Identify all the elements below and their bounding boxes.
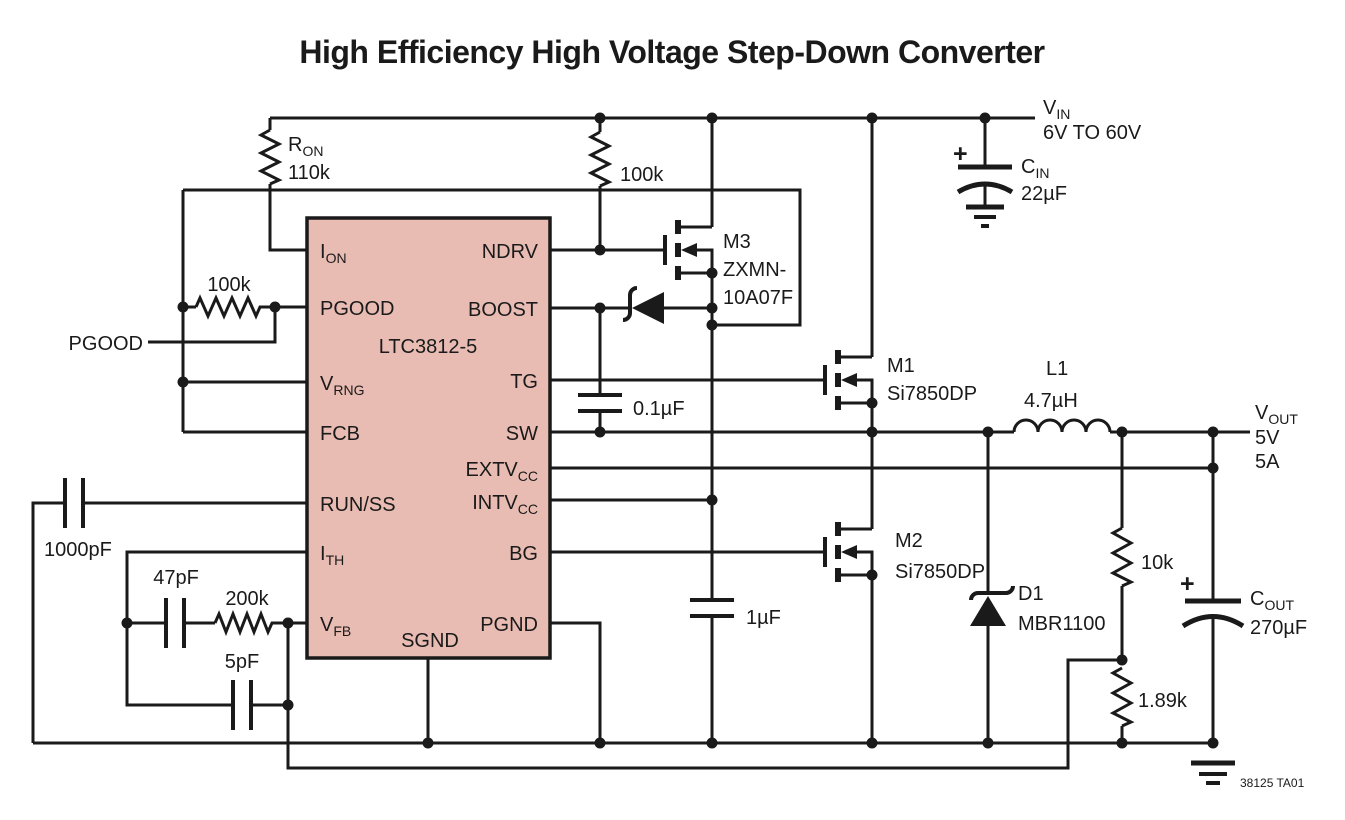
c1u-value: 1µF (746, 607, 781, 629)
ic-part-number: LTC3812-5 (379, 336, 478, 358)
ic-body (305, 216, 552, 660)
wire-intvcc-route (183, 188, 802, 327)
junction-dots (121, 112, 1219, 749)
cin-name: CIN (1021, 156, 1049, 181)
c47-value: 47pF (153, 567, 199, 589)
c5-value: 5pF (225, 651, 259, 673)
d1-ref: D1 (1018, 583, 1044, 605)
vin-range-label: 6V TO 60V (1043, 122, 1142, 144)
pin-bg: BG (509, 543, 538, 565)
ron-name: RON (288, 134, 323, 159)
capacitor-47pF: 47pF (153, 567, 199, 648)
resistor-10k: 10k (1109, 526, 1174, 588)
wire-pgnd (550, 621, 602, 743)
l1-value: 4.7µH (1024, 390, 1078, 412)
ground-symbol-main (1191, 760, 1235, 785)
resistor-pgood-100k: 100k (194, 274, 262, 320)
capacitor-cin: + CIN 22µF (953, 140, 1067, 205)
wire-feedback-return (125, 623, 1122, 770)
mosfet-m1: M1 Si7850DP (823, 350, 977, 410)
ic-ltc3812: LTC3812-5 ION PGOOD VRNG FCB RUN/SS ITH … (305, 216, 552, 660)
m1-part: Si7850DP (887, 383, 977, 405)
capacitor-1uF: 1µF (690, 598, 781, 629)
m3-ref: M3 (723, 231, 751, 253)
wire-runss (31, 501, 307, 743)
pgood-net-label: PGOOD (69, 333, 143, 355)
wire-ron-ion (268, 118, 307, 252)
cboost-value: 0.1µF (633, 398, 685, 420)
m2-part: Si7850DP (895, 561, 985, 583)
m1-ref: M1 (887, 355, 915, 377)
resistor-ndrv-100k: 100k (587, 130, 664, 188)
cout-value: 270µF (1250, 617, 1307, 639)
pin-sgnd: SGND (401, 630, 459, 652)
css-value: 1000pF (44, 539, 112, 561)
pin-pgnd: PGND (480, 614, 538, 636)
resistor-ron: RON 110k (257, 128, 331, 186)
mosfet-m3: M3 ZXMN- 10A07F (663, 220, 793, 309)
cin-value: 22µF (1021, 183, 1067, 205)
schematic-title: High Efficiency High Voltage Step-Down C… (299, 34, 1044, 70)
diode-boost-schottky (622, 286, 664, 324)
m3-part2: 10A07F (723, 287, 793, 309)
ron-value: 110k (288, 162, 331, 184)
d1-part: MBR1100 (1018, 613, 1105, 635)
cout-plus: + (1180, 570, 1195, 598)
figure-note: 38125 TA01 (1240, 776, 1305, 790)
pin-runss: RUN/SS (320, 494, 396, 516)
pin-intvcc: INTVCC (472, 492, 538, 517)
r189-value: 1.89k (1138, 690, 1188, 712)
cin-plus: + (953, 140, 968, 168)
pin-pgood: PGOOD (320, 298, 394, 320)
rpgood-value: 100k (207, 274, 251, 296)
cout-name: COUT (1250, 588, 1294, 613)
net-labels: PGOOD VIN 6V TO 60V VOUT 5V 5A (69, 97, 1299, 473)
ground-symbol-cin (966, 204, 1004, 228)
pin-sw: SW (506, 423, 538, 445)
l1-ref: L1 (1046, 358, 1068, 380)
pin-ndrv: NDRV (482, 241, 539, 263)
pin-vfb: VFB (320, 614, 351, 639)
wire-ith (125, 550, 307, 623)
mosfet-m2: M2 Si7850DP (823, 522, 985, 583)
capacitor-5pF: 5pF (225, 651, 259, 730)
wires (31, 116, 1250, 770)
wire-pgood-net (148, 307, 277, 344)
pin-extvcc: EXTVCC (466, 459, 538, 484)
capacitor-boost-0p1uF: 0.1µF (578, 393, 685, 420)
vout-label: VOUT (1255, 402, 1298, 427)
pin-ion: ION (320, 241, 347, 266)
pin-boost: BOOST (468, 299, 538, 321)
vout-voltage-label: 5V (1255, 427, 1280, 449)
capacitor-1000pF: 1000pF (44, 478, 112, 561)
pin-fcb: FCB (320, 423, 360, 445)
pin-vrng: VRNG (320, 373, 364, 398)
rndrv-value: 100k (620, 164, 664, 186)
inductor-l1: L1 4.7µH (1012, 358, 1112, 433)
pin-tg: TG (510, 371, 538, 393)
m3-part1: ZXMN- (723, 259, 786, 281)
vout-current-label: 5A (1255, 451, 1280, 473)
r200-value: 200k (225, 588, 269, 610)
capacitor-cout: + COUT 270µF (1180, 570, 1307, 639)
pin-ith: ITH (320, 543, 344, 568)
resistor-1p89k: 1.89k (1109, 666, 1188, 728)
resistor-200k: 200k (213, 588, 275, 637)
vin-label: VIN (1043, 97, 1070, 122)
r10k-value: 10k (1141, 552, 1174, 574)
diode-d1: D1 MBR1100 (969, 583, 1105, 635)
m2-ref: M2 (895, 530, 923, 552)
